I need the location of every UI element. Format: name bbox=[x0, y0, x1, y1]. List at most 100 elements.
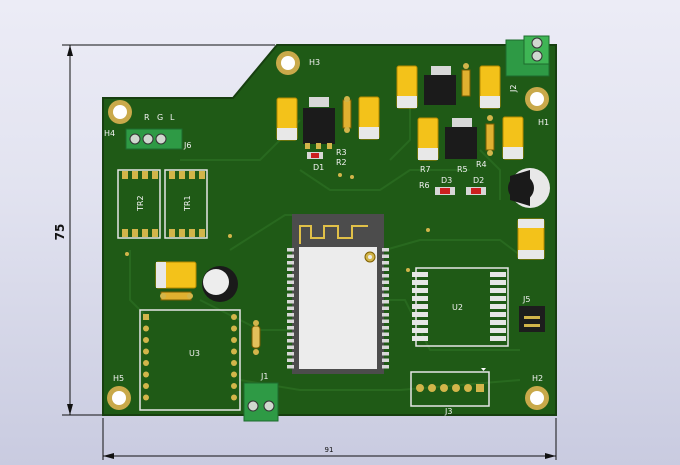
pad bbox=[143, 383, 149, 389]
transformer-tr2: TR2 bbox=[117, 169, 161, 239]
pad bbox=[231, 383, 237, 389]
pad bbox=[287, 313, 294, 317]
pad bbox=[143, 360, 149, 366]
tr2-label: TR2 bbox=[136, 195, 145, 212]
pad bbox=[412, 288, 428, 293]
rgb-label-r: R bbox=[144, 113, 150, 122]
pad bbox=[382, 267, 389, 271]
h5-label: H5 bbox=[113, 374, 124, 383]
regulator-block-mid: R7 R5 R4 R6 D3 D2 bbox=[417, 115, 524, 195]
pad bbox=[287, 339, 294, 343]
pad bbox=[287, 352, 294, 356]
pad bbox=[382, 352, 389, 356]
pad bbox=[143, 394, 149, 401]
terminal-j6: R G L J6 bbox=[125, 113, 191, 150]
pad bbox=[490, 320, 506, 325]
j5-label: J5 bbox=[522, 295, 530, 304]
d3-label: D3 bbox=[441, 176, 452, 185]
pad bbox=[143, 348, 149, 355]
pad bbox=[287, 254, 294, 258]
pad bbox=[143, 371, 149, 378]
r7-label: R7 bbox=[420, 165, 431, 174]
pad bbox=[412, 296, 428, 301]
header-j5: J5 bbox=[519, 295, 545, 332]
pad bbox=[287, 332, 294, 336]
pad bbox=[287, 358, 294, 362]
vias bbox=[125, 173, 430, 272]
pad bbox=[231, 371, 237, 378]
pad bbox=[143, 314, 149, 320]
pad bbox=[412, 312, 428, 317]
pad bbox=[490, 280, 506, 285]
height-dimension-label: 75 bbox=[53, 224, 67, 241]
capacitor-right bbox=[517, 218, 545, 260]
r6-label: R6 bbox=[419, 181, 430, 190]
u3-pins-left bbox=[143, 314, 149, 401]
pad bbox=[231, 348, 237, 355]
pad bbox=[287, 287, 294, 291]
pad bbox=[231, 394, 237, 401]
rgb-label-g: G bbox=[157, 113, 163, 122]
j6-label: J6 bbox=[183, 141, 191, 150]
h1-label: H1 bbox=[538, 118, 549, 127]
mounting-hole-h4: H4 bbox=[104, 100, 132, 138]
pad bbox=[490, 296, 506, 301]
pad bbox=[287, 319, 294, 323]
pad bbox=[490, 272, 506, 277]
d1-label: D1 bbox=[313, 163, 324, 172]
pad bbox=[287, 300, 294, 304]
width-dimension-label: 91 bbox=[325, 446, 334, 454]
d2-label: D2 bbox=[473, 176, 484, 185]
pad bbox=[412, 304, 428, 309]
pad bbox=[382, 280, 389, 284]
pad bbox=[382, 332, 389, 336]
h3-label: H3 bbox=[309, 58, 320, 67]
pad bbox=[287, 306, 294, 310]
mounting-hole-h5: H5 bbox=[107, 374, 131, 410]
mounting-hole-h2: H2 bbox=[525, 374, 549, 410]
r3-label: R3 bbox=[336, 148, 347, 157]
esp32-pins bbox=[287, 248, 389, 369]
tr1-label: TR1 bbox=[183, 195, 192, 212]
pad bbox=[287, 326, 294, 330]
pad bbox=[382, 306, 389, 310]
pad bbox=[231, 314, 237, 320]
r5-label: R5 bbox=[457, 165, 468, 174]
u3-label: U3 bbox=[189, 349, 200, 358]
pad bbox=[382, 287, 389, 291]
pad bbox=[143, 325, 149, 332]
pad bbox=[490, 336, 506, 341]
u2-label: U2 bbox=[452, 303, 463, 312]
pad bbox=[412, 280, 428, 285]
capacitor-left bbox=[155, 261, 238, 302]
pad bbox=[382, 248, 389, 252]
regulator-block-top bbox=[396, 63, 501, 109]
pad bbox=[382, 345, 389, 349]
pad bbox=[287, 274, 294, 278]
h2-label: H2 bbox=[532, 374, 543, 383]
pad bbox=[287, 293, 294, 297]
ic-u2: U2 bbox=[412, 267, 509, 347]
pad bbox=[490, 328, 506, 333]
r2-label: R2 bbox=[336, 158, 347, 167]
h4-label: H4 bbox=[104, 129, 115, 138]
u2-pads-right bbox=[490, 272, 506, 341]
pad bbox=[490, 312, 506, 317]
u3-pins-right bbox=[231, 314, 237, 401]
regulator-block-left: D1 R3 R2 bbox=[276, 96, 380, 172]
header-j3: J3 bbox=[410, 368, 490, 416]
esp32-module bbox=[292, 214, 384, 374]
pad bbox=[490, 288, 506, 293]
pad bbox=[382, 326, 389, 330]
pad bbox=[382, 274, 389, 278]
mounting-hole-h1: H1 bbox=[525, 87, 549, 127]
pad bbox=[143, 337, 149, 343]
pad bbox=[412, 272, 428, 277]
pad bbox=[382, 365, 389, 369]
transistor-right bbox=[508, 168, 550, 208]
pad bbox=[382, 293, 389, 297]
pad bbox=[382, 313, 389, 317]
pad bbox=[287, 280, 294, 284]
rgb-label-l: L bbox=[170, 113, 175, 122]
